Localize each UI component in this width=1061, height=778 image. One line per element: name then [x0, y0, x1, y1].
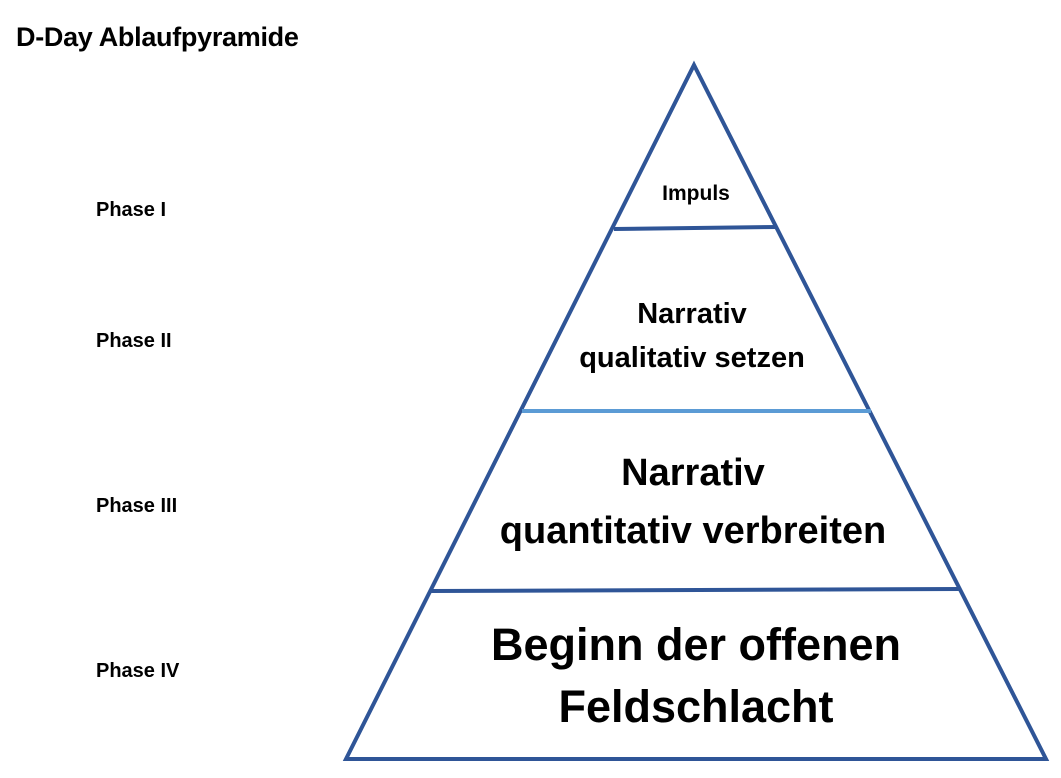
level-1-label: Impuls: [596, 182, 796, 206]
phase-label-2: Phase II: [96, 330, 172, 352]
diagram-title: D-Day Ablaufpyramide: [16, 22, 299, 52]
level-2-line-2: qualitativ setzen: [579, 342, 805, 374]
level-2-line-1: Narrativ: [637, 298, 747, 330]
phase-label-4: Phase IV: [96, 660, 180, 682]
level-4-line-2: Feldschlacht: [558, 681, 834, 732]
level-4-label: Beginn der offenen Feldschlacht: [396, 614, 996, 738]
phase-label-1: Phase I: [96, 199, 167, 221]
level-4-line-1: Beginn der offenen: [490, 619, 901, 670]
phase-label-3: Phase III: [96, 495, 178, 517]
level-1-line-1: Impuls: [662, 182, 730, 205]
level-2-label: Narrativ qualitativ setzen: [542, 292, 842, 380]
level-3-line-1: Narrativ: [621, 452, 765, 494]
level-3-label: Narrativ quantitativ verbreiten: [443, 444, 943, 560]
divider-1-2: [613, 225, 778, 231]
divider-3-4: [430, 587, 961, 593]
level-3-line-2: quantitativ verbreiten: [499, 510, 887, 552]
